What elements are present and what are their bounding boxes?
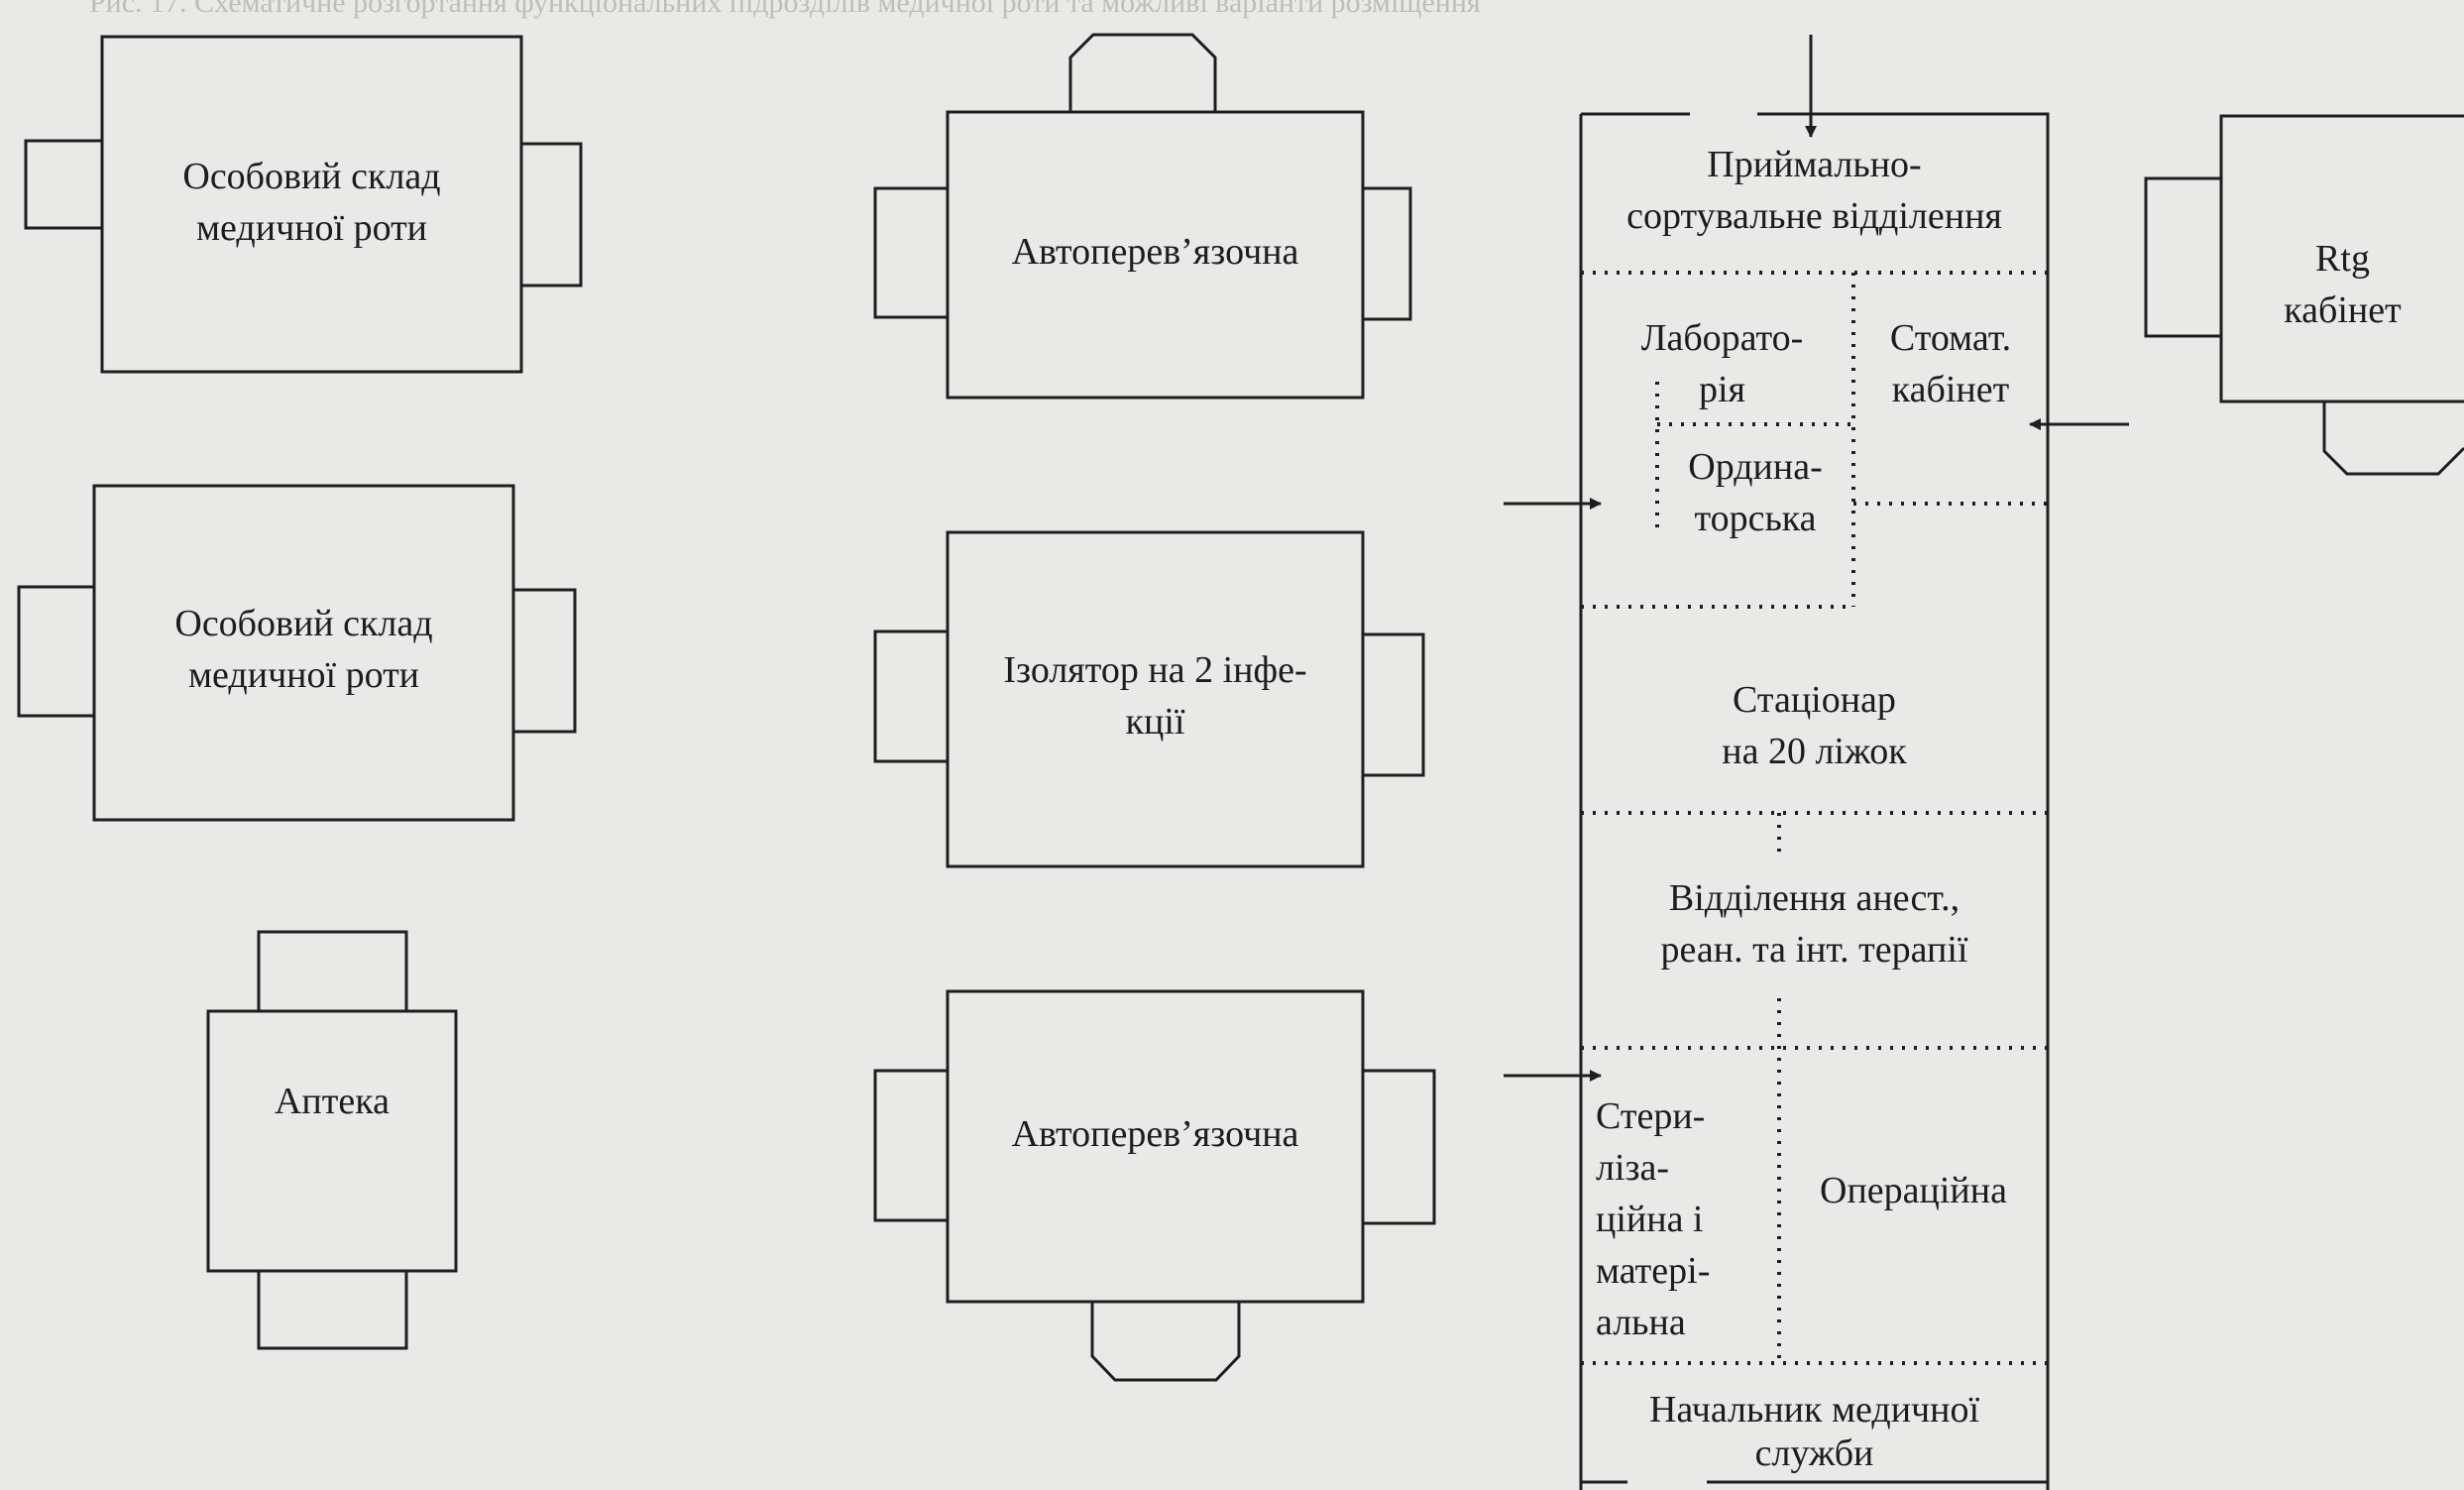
isolator-label: Ізолятор на 2 інфе- кції [1003, 649, 1307, 743]
operating-label: Операційна [1820, 1170, 2007, 1211]
dressing-vehicle-2 [873, 989, 1436, 1382]
personnel-tent-1 [24, 35, 583, 374]
dressing-1-label: Автоперев’язочна [1011, 231, 1299, 273]
dental-label: Стомат. кабінет [1889, 317, 2012, 410]
isolator-tent [873, 530, 1425, 868]
rtg-tent [2144, 114, 2464, 476]
personnel-2-label: Особовий склад медичної роти [174, 603, 433, 696]
main-block-outline [1579, 112, 2050, 1490]
arrows [1504, 35, 2129, 1082]
pharmacy-label: Аптека [274, 1081, 390, 1122]
laboratory-label: Лаборато- рія [1640, 317, 1804, 410]
personnel-tent-2 [17, 484, 577, 822]
ordinator-label: Ордина- торська [1688, 446, 1823, 539]
chief-label: Начальник медичної служби [1648, 1389, 1980, 1474]
rtg-label: Rtg кабінет [2284, 238, 2402, 331]
personnel-1-label: Особовий склад медичної роти [182, 156, 441, 249]
inpatient-label: Стаціонар на 20 ліжок [1722, 679, 1907, 772]
pharmacy-tent [206, 930, 458, 1350]
dressing-2-label: Автоперев’язочна [1011, 1113, 1299, 1155]
sterilization-label: Стери- ліза- ційна і матері- альна [1596, 1095, 1711, 1343]
dotted-partitions [1581, 271, 2048, 1365]
caption-text: Рис. 17. Схематичне розгортання функціон… [89, 0, 1481, 19]
reception-label: Приймально- сортувальне відділення [1626, 144, 2002, 237]
anesthesia-label: Відділення анест., реан. та інт. терапії [1660, 877, 1968, 971]
dressing-vehicle-1 [873, 33, 1412, 400]
